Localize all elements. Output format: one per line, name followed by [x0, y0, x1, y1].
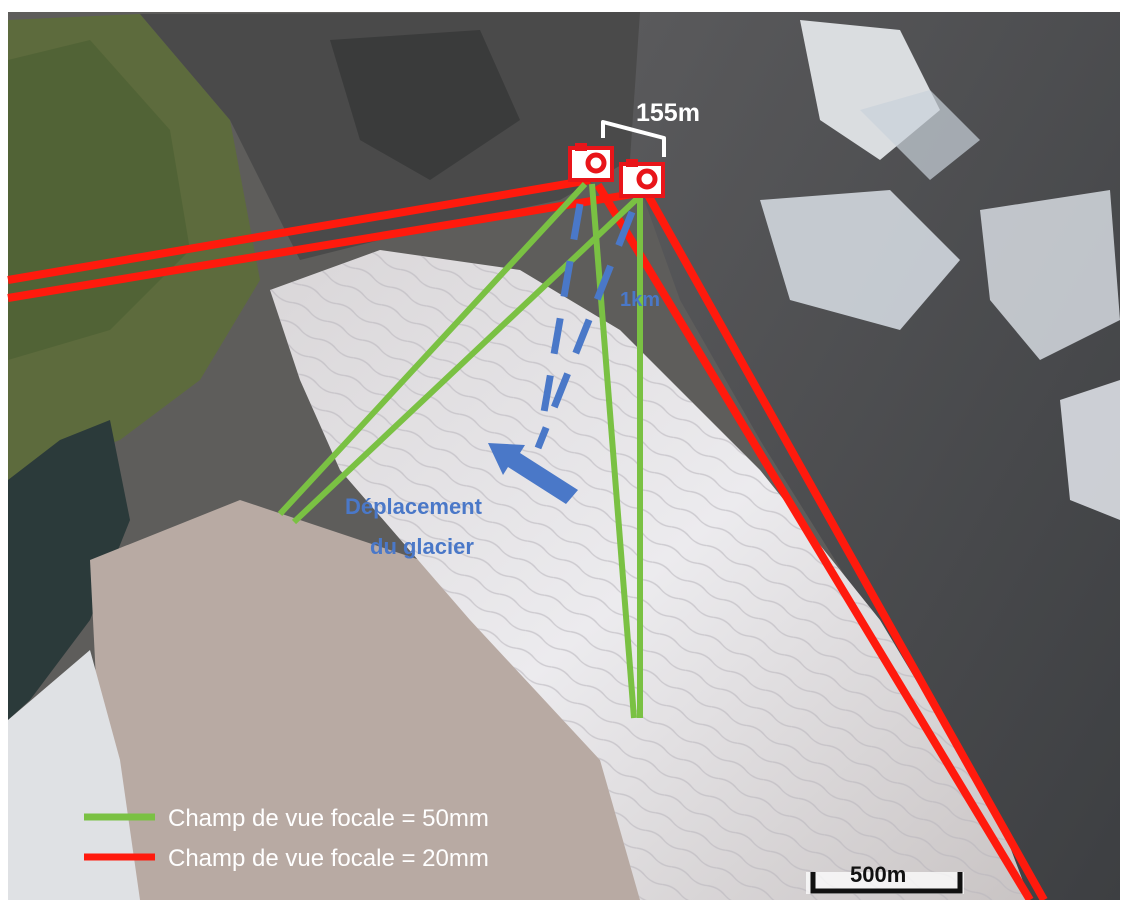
scale-bar-line	[810, 872, 963, 894]
field-of-view-20mm-lines	[7, 176, 1048, 900]
distance-dashed-line	[534, 210, 636, 450]
distance-label: 1km	[620, 289, 660, 311]
fov-20mm-line	[7, 176, 591, 284]
fov-20mm-line	[644, 193, 1048, 900]
camera-spacing-label: 155m	[636, 99, 700, 127]
fov-50mm-line	[291, 193, 643, 525]
camera-spacing-bracket	[601, 120, 666, 157]
legend: Champ de vue focale = 50mm Champ de vue …	[84, 805, 489, 872]
legend-label-50mm: Champ de vue focale = 50mm	[168, 805, 489, 832]
distance-dashed-line	[540, 203, 584, 413]
glacier-crevasses	[270, 250, 1030, 900]
image-border-right	[1120, 0, 1128, 900]
fov-50mm-line	[589, 183, 637, 719]
distance-lines	[534, 203, 636, 450]
snow-field-bottom-left	[8, 650, 140, 900]
image-border-top	[0, 0, 1128, 12]
forest-area-dense	[8, 40, 190, 360]
fov-20mm-line	[7, 188, 646, 302]
snow-patch	[980, 190, 1120, 360]
arrow-label-line2: du glacier	[370, 534, 474, 559]
camera-icon	[619, 159, 665, 198]
snow-patch	[1060, 380, 1120, 520]
glacier-displacement-arrow	[488, 443, 578, 504]
moraine-area	[90, 500, 660, 900]
legend-label-20mm: Champ de vue focale = 20mm	[168, 845, 489, 872]
camera-icon	[568, 143, 614, 182]
fov-50mm-line	[277, 181, 588, 517]
dark-valley	[8, 420, 130, 720]
scale-bar-label: 500m	[850, 862, 906, 887]
image-border-left	[0, 0, 8, 900]
snow-patch	[760, 190, 960, 330]
snow-patch	[860, 90, 980, 180]
scale-bar: 500m	[806, 862, 964, 894]
field-of-view-50mm-lines	[277, 181, 643, 719]
fov-20mm-line	[594, 182, 1034, 900]
rock-shadow	[330, 30, 520, 180]
arrow-label-line1: Déplacement	[345, 494, 483, 519]
